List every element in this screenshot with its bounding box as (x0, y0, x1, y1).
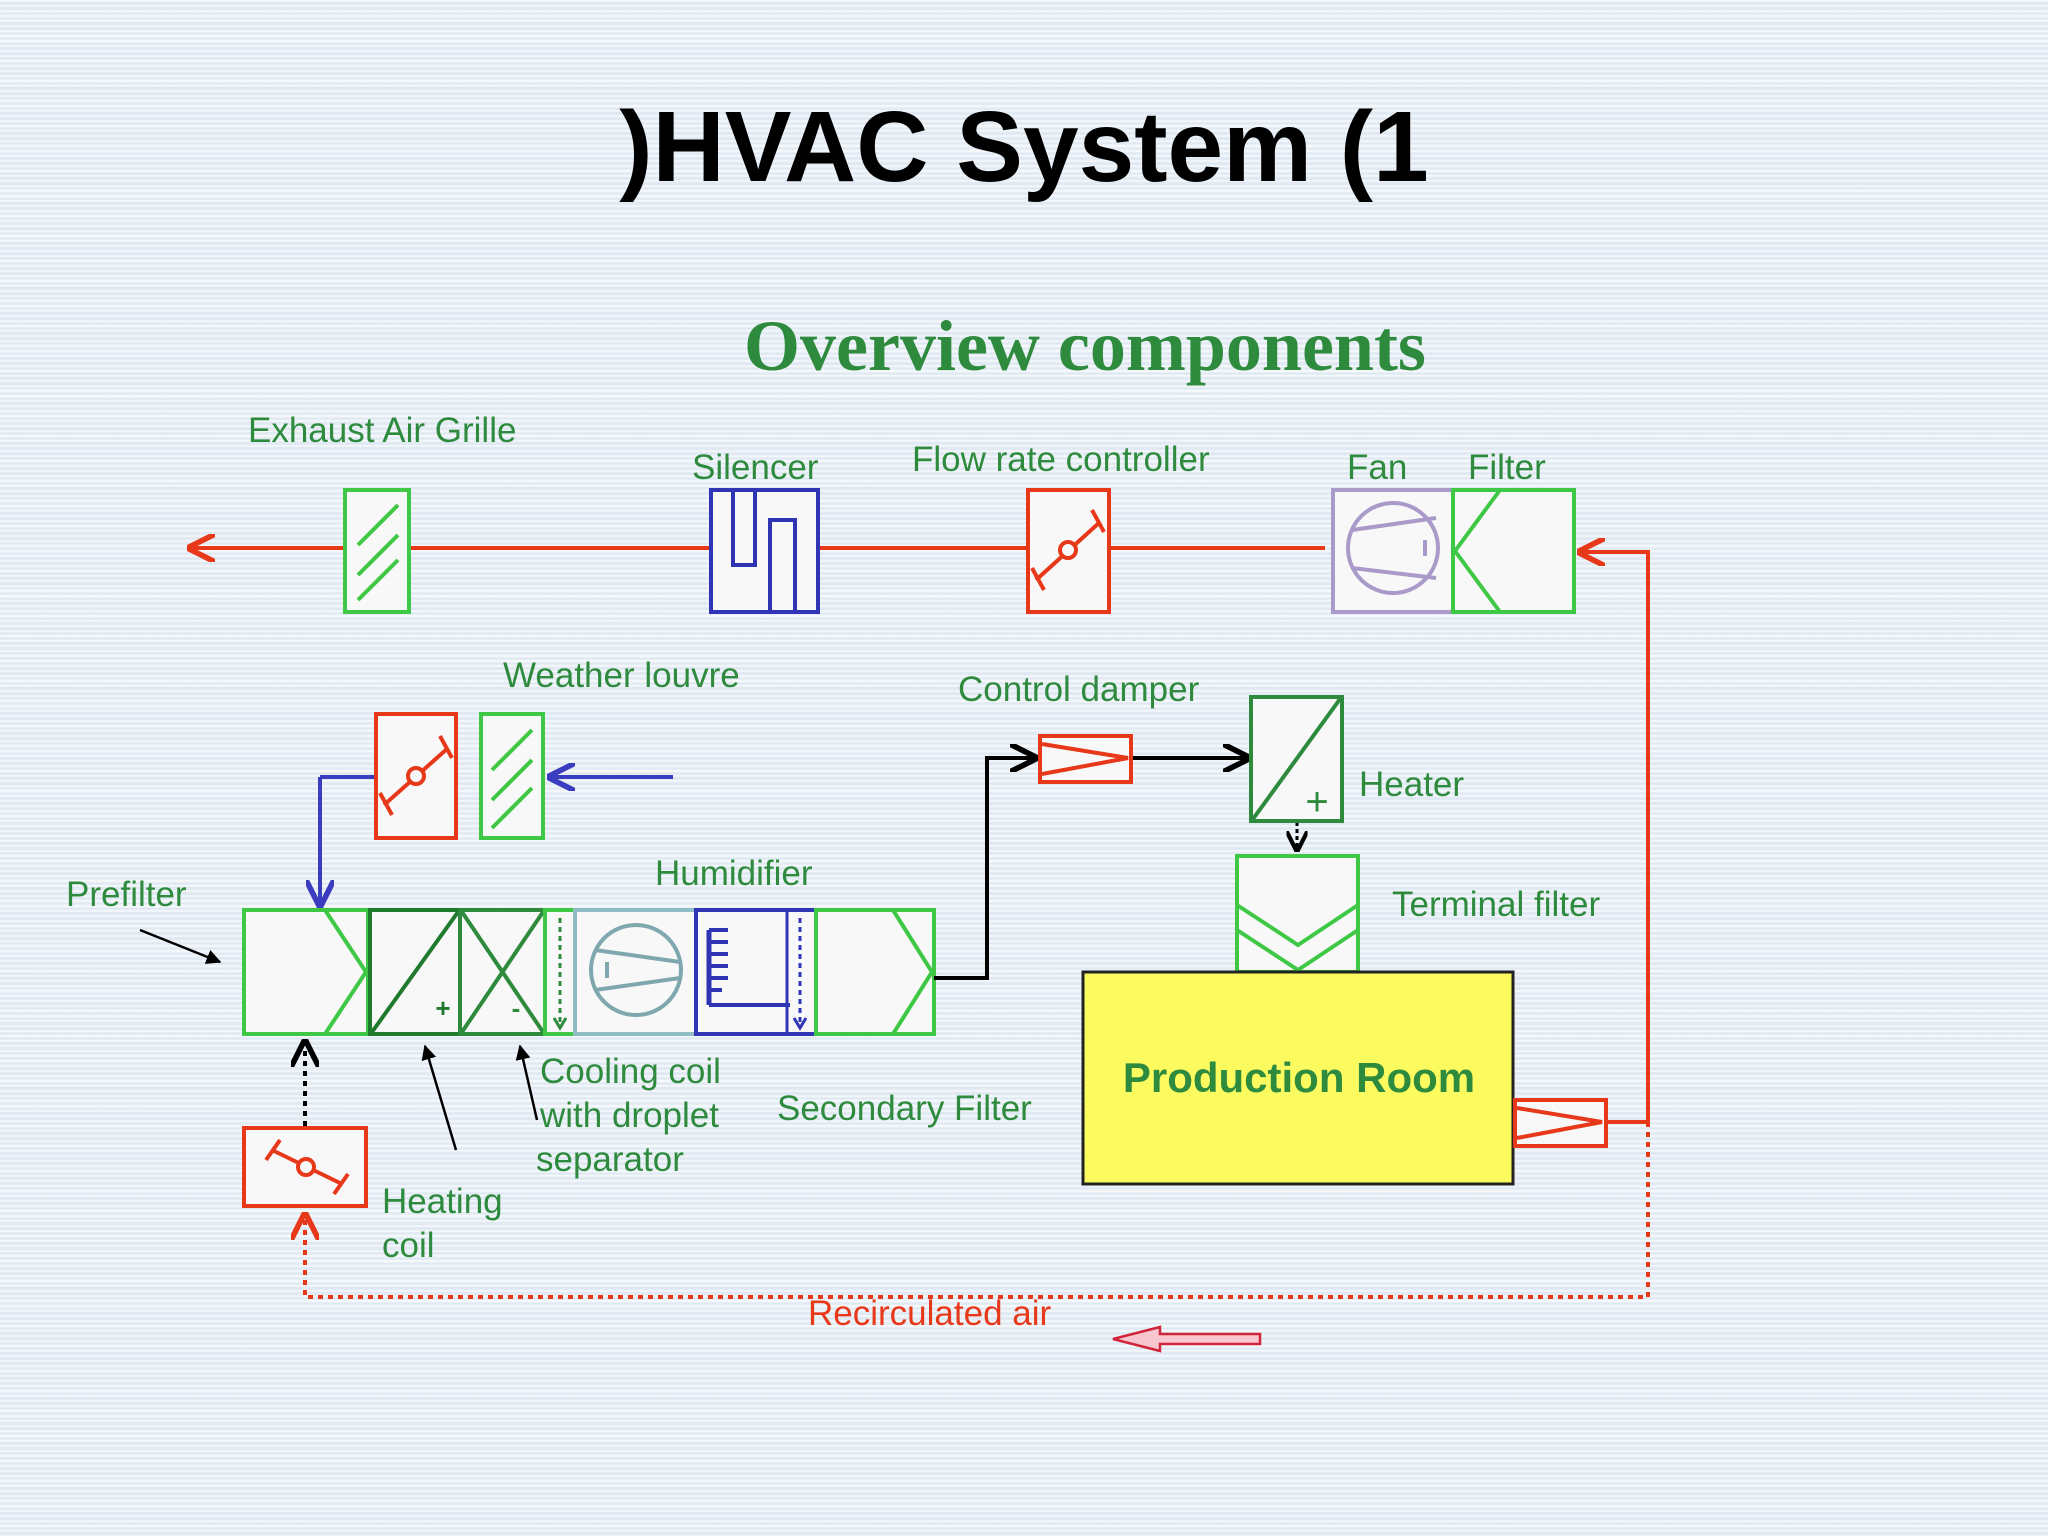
air-handling-unit: + - (242, 908, 936, 1036)
production-room-box (1081, 970, 1515, 1186)
label-heating-coil-line2: coil (382, 1226, 435, 1265)
label-weather-louvre: Weather louvre (503, 656, 740, 695)
label-heater: Heater (1359, 765, 1465, 804)
label-production-room: Production Room (1122, 1054, 1476, 1101)
label-control-damper: Control damper (958, 670, 1200, 709)
control-damper-icon (1038, 734, 1133, 784)
label-cooling-coil-line2: with droplet (540, 1096, 719, 1135)
label-secondary-filter: Secondary Filter (777, 1089, 1032, 1128)
pointer-lines (139, 928, 539, 1151)
label-recirculated-air: Recirculated air (808, 1294, 1052, 1333)
svg-text:+: + (435, 993, 450, 1023)
label-cooling-coil-line1: Cooling coil (540, 1052, 721, 1091)
louvre-damper-icon (374, 712, 458, 840)
exhaust-air-grille-icon (343, 488, 411, 614)
svg-text:-: - (512, 993, 521, 1023)
label-prefilter: Prefilter (66, 875, 187, 914)
terminal-filter-icon (1235, 854, 1360, 974)
recirculation-damper-icon (242, 1042, 368, 1208)
recirculated-air-arrow-icon (1112, 1325, 1262, 1353)
flow-rate-controller-icon (1026, 488, 1111, 614)
label-filter: Filter (1468, 448, 1546, 487)
filter-icon (1451, 488, 1576, 614)
page-subtitle: Overview components (744, 306, 1426, 386)
fresh-air-line (320, 777, 673, 905)
label-cooling-coil-line3: separator (536, 1140, 684, 1179)
label-heating-coil-line1: Heating (382, 1182, 503, 1221)
label-fan: Fan (1347, 448, 1408, 487)
svg-text:+: + (1305, 780, 1328, 824)
supply-line (934, 758, 1297, 980)
label-humidifier: Humidifier (655, 854, 813, 893)
silencer-icon (709, 488, 820, 614)
heater-icon: + (1249, 695, 1344, 824)
label-flow-rate-controller: Flow rate controller (912, 440, 1210, 479)
return-damper-icon (1513, 1098, 1648, 1148)
page-title: )HVAC System (1 (619, 91, 1429, 203)
label-silencer: Silencer (692, 448, 819, 487)
weather-louvre-icon (479, 712, 545, 840)
secondary-filter-icon (814, 908, 936, 1036)
prefilter-icon (242, 908, 370, 1036)
label-terminal-filter: Terminal filter (1392, 885, 1601, 924)
label-exhaust-air-grille: Exhaust Air Grille (248, 411, 517, 450)
fan-icon (1331, 488, 1455, 614)
